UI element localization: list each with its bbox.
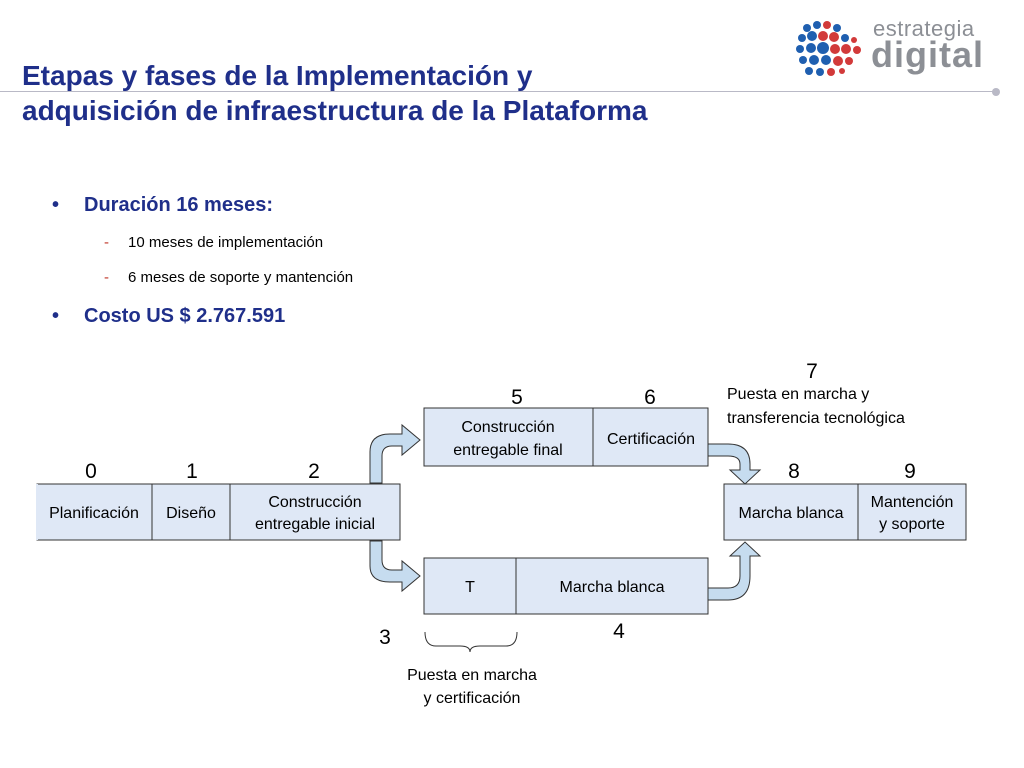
label-construccion-inicial-2: entregable inicial	[255, 516, 375, 533]
label-mantencion-1: Mantención	[871, 494, 954, 511]
arrow-up-to-construction-final	[369, 423, 421, 484]
label-mantencion-2: y soporte	[879, 516, 945, 533]
phase-number-2: 2	[308, 460, 320, 483]
phase-number-3: 3	[379, 626, 391, 649]
annotation-puesta-transferencia-2: transferencia tecnológica	[727, 410, 905, 427]
label-construccion-final-2: entregable final	[453, 442, 562, 459]
phase-number-4: 4	[613, 620, 625, 643]
dash-icon: -	[104, 269, 109, 286]
bullet-cost: • Costo US $ 2.767.591	[52, 305, 285, 328]
box-mantencion	[857, 483, 967, 541]
annotation-puesta-transferencia-1: Puesta en marcha y	[727, 386, 869, 403]
page-title: Etapas y fases de la Implementación y ad…	[22, 58, 782, 128]
arrow-down-to-t-box	[369, 540, 421, 593]
title-line-2: adquisición de infraestructura de la Pla…	[22, 95, 648, 126]
label-marcha-blanca-right: Marcha blanca	[739, 505, 844, 522]
label-certificacion: Certificación	[607, 431, 695, 448]
box-planificacion	[36, 483, 153, 541]
box-marcha-blanca-right	[723, 483, 859, 541]
arrow-marcha-blanca-bottom-to-right	[704, 541, 762, 601]
phase-number-0: 0	[85, 460, 97, 483]
label-t: T	[465, 579, 475, 596]
phase-number-5: 5	[511, 386, 523, 409]
bullet-duration: • Duración 16 meses:	[52, 194, 273, 217]
annotation-puesta-cert-1: Puesta en marcha	[407, 667, 537, 684]
box-construccion-inicial	[229, 483, 401, 541]
phase-number-6: 6	[644, 386, 656, 409]
bullet-duration-text: Duración 16 meses:	[84, 194, 273, 216]
label-marcha-blanca-bottom: Marcha blanca	[560, 579, 665, 596]
logo-word-digital: digital	[871, 34, 984, 75]
arrow-certification-to-marcha-blanca	[704, 443, 762, 485]
logo-word-estrategia: estrategia	[873, 16, 975, 41]
estrategia-digital-logo: estrategia digital	[793, 16, 988, 82]
bracket-puesta-certificacion	[424, 631, 518, 653]
bullet-dot-icon: •	[52, 305, 60, 327]
dash-icon: -	[104, 234, 109, 251]
phase-number-9: 9	[904, 460, 916, 483]
box-marcha-blanca-bottom	[515, 557, 709, 615]
header-divider-dot	[992, 88, 1000, 96]
label-diseno: Diseño	[166, 505, 216, 522]
bullet-cost-text: Costo US $ 2.767.591	[84, 305, 286, 327]
sub-bullet-support-text: 6 meses de soporte y mantención	[128, 269, 354, 286]
title-line-1: Etapas y fases de la Implementación y	[22, 60, 533, 91]
label-construccion-final-1: Construcción	[461, 419, 554, 436]
box-t	[423, 557, 517, 615]
phase-number-7: 7	[806, 360, 818, 383]
label-planificacion: Planificación	[49, 505, 139, 522]
phase-number-1: 1	[186, 460, 198, 483]
sub-bullet-support: - 6 meses de soporte y mantención	[104, 269, 353, 286]
sub-bullet-implementation: - 10 meses de implementación	[104, 234, 323, 251]
sub-bullet-implementation-text: 10 meses de implementación	[128, 234, 324, 251]
box-certificacion	[592, 407, 709, 467]
box-construccion-final	[423, 407, 594, 467]
logo-dots-icon	[796, 21, 861, 76]
phase-number-8: 8	[788, 460, 800, 483]
header-divider	[0, 91, 996, 92]
bullet-dot-icon: •	[52, 194, 60, 216]
annotation-puesta-cert-2: y certificación	[424, 690, 521, 707]
label-construccion-inicial-1: Construcción	[268, 494, 361, 511]
